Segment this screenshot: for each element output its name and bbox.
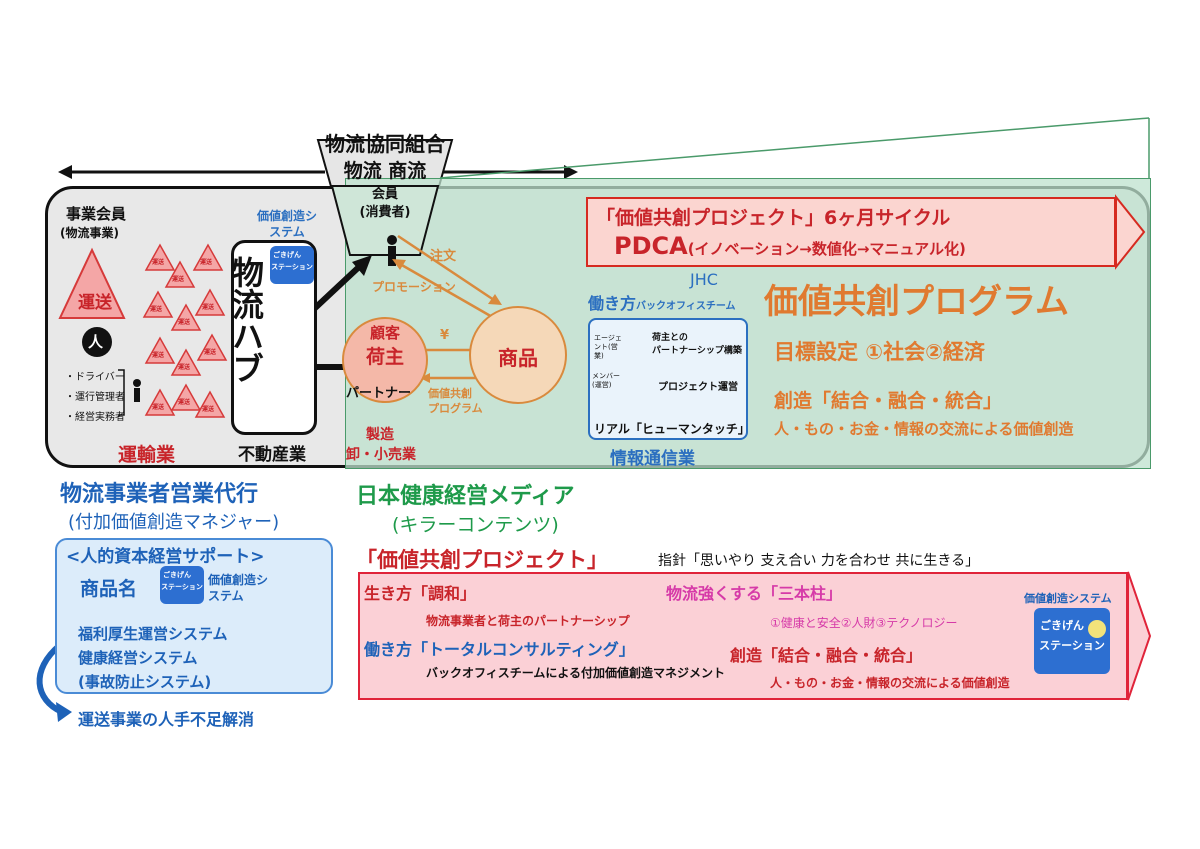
- person-glyph: 人: [88, 333, 104, 351]
- mini-transport-label: 運送: [172, 276, 185, 283]
- consumer-label: 会員 (消費者): [359, 187, 411, 220]
- pillars-sub: ①健康と安全②人財③テクノロジー: [770, 616, 958, 630]
- program-create: 創造「結合・融合・統合」: [774, 390, 1003, 412]
- project-banner: [358, 572, 1128, 700]
- result-curve-arrow: [36, 642, 64, 715]
- partner-label: パートナー: [346, 386, 412, 401]
- transport-industry: 運輸業: [118, 444, 176, 466]
- hub-industry: 不動産業: [238, 445, 306, 465]
- agent-label: エージェント(営業): [594, 334, 622, 360]
- shipper-circle: [342, 317, 428, 403]
- pdca-banner: [586, 197, 1116, 267]
- role-list: ・ドライバー ・運行管理者 ・経営実務者: [65, 372, 125, 423]
- mini-transport-label: 運送: [178, 399, 191, 406]
- jhc-label: JHC: [690, 270, 718, 289]
- support-badge: ごきげん ステーション: [160, 566, 204, 604]
- hub-system-label: 価値創造システム: [256, 209, 317, 239]
- support-product-label: 商品名: [80, 578, 138, 600]
- program-title: 価値共創プログラム: [764, 282, 1069, 322]
- hub-text: 物流ハブ: [227, 256, 265, 384]
- work-style-label: 働き方バックオフィスチーム: [588, 294, 736, 313]
- project-title: 「価値共創プロジェクト」: [356, 548, 608, 572]
- mini-transport-label: 運送: [152, 404, 165, 411]
- mini-transport-label: 運送: [178, 319, 191, 326]
- pdca-line2: PDCA(イノベーション→数値化→マニュアル化): [614, 232, 966, 260]
- agency-title: 物流事業者営業代行: [60, 482, 259, 507]
- mini-transport-label: 運送: [202, 304, 215, 311]
- project-guide: 指針「思いやり 支え合い 力を合わせ 共に生きる」: [658, 553, 980, 569]
- support-result: 運送事業の人手不足解消: [78, 710, 255, 729]
- coop-title: 物流協同組合: [325, 132, 445, 156]
- info-industry: 情報通信業: [610, 449, 695, 469]
- jhc-team-box: [588, 318, 748, 440]
- product-label: 商品: [498, 346, 538, 370]
- pillars: 物流強くする「三本柱」: [666, 584, 843, 603]
- support-items: 福利厚生運営システム 健康経営システム (事故防止システム): [78, 625, 228, 691]
- manufacturing-label: 製造: [366, 427, 394, 443]
- work-style: 働き方「トータルコンサルティング」: [364, 640, 635, 659]
- mini-transport-label: 運送: [200, 259, 213, 266]
- member-task: プロジェクト運営: [658, 382, 738, 393]
- project-badge: ごきげん ステーション: [1034, 608, 1110, 674]
- human-capital-box: [55, 538, 333, 694]
- person-circle-icon: [82, 327, 112, 357]
- media-sub: (キラーコンテンツ): [392, 514, 559, 536]
- transport-triangles: [58, 243, 228, 418]
- funnel-label: 物流 商流: [343, 160, 427, 182]
- agent-task: 荷主との パートナーシップ構築: [652, 333, 742, 356]
- media-title: 日本健康経営メディア: [356, 484, 575, 509]
- shipper-label: 荷主: [365, 346, 404, 368]
- life-style: 生き方「調和」: [364, 584, 477, 603]
- agency-sub: (付加価値創造マネジャー): [68, 512, 280, 533]
- yen-label: ¥: [440, 328, 450, 343]
- mini-transport-label: 運送: [202, 406, 215, 413]
- pdca-line1: 「価値共創プロジェクト」6ヶ月サイクル: [596, 207, 951, 229]
- mini-transport-label: 運送: [152, 259, 165, 266]
- product-circle: [469, 306, 567, 404]
- members-sub: (物流事業): [60, 226, 119, 240]
- customer-label: 顧客: [369, 324, 400, 342]
- life-sub: 物流事業者と荷主のパートナーシップ: [426, 614, 630, 628]
- smile-icon: [1088, 620, 1106, 638]
- program-exchange: 人・もの・お金・情報の交流による価値創造: [774, 420, 1074, 438]
- promotion-label: プロモーション: [372, 280, 456, 294]
- hub-badge: ごきげん ステーション: [270, 246, 314, 284]
- retail-label: 卸・小売業: [346, 447, 416, 463]
- order-label: 注文: [430, 249, 457, 264]
- mini-transport-label: 運送: [152, 352, 165, 359]
- program-label: 価値共創 プログラム: [428, 387, 483, 415]
- project-create-sub: 人・もの・お金・情報の交流による価値創造: [770, 676, 1010, 690]
- mini-transport-label: 運送: [178, 364, 191, 371]
- mini-transport-label: 運送: [150, 306, 163, 313]
- member-label: メンバー(運営): [592, 372, 620, 389]
- real-touch-label: リアル「ヒューマンタッチ」: [594, 422, 750, 436]
- transport-label: 運送: [78, 293, 112, 313]
- project-create: 創造「結合・融合・統合」: [730, 646, 923, 665]
- project-system-label: 価値創造システム: [1024, 592, 1112, 605]
- mini-transport-label: 運送: [204, 349, 217, 356]
- support-title: <人的資本経営サポート>: [66, 547, 265, 567]
- members-title: 事業会員: [66, 205, 127, 223]
- work-sub: バックオフィスチームによる付加価値創造マネジメント: [426, 666, 726, 680]
- program-goal: 目標設定 ①社会②経済: [774, 340, 985, 364]
- support-system-label: 価値創造システム: [208, 573, 269, 603]
